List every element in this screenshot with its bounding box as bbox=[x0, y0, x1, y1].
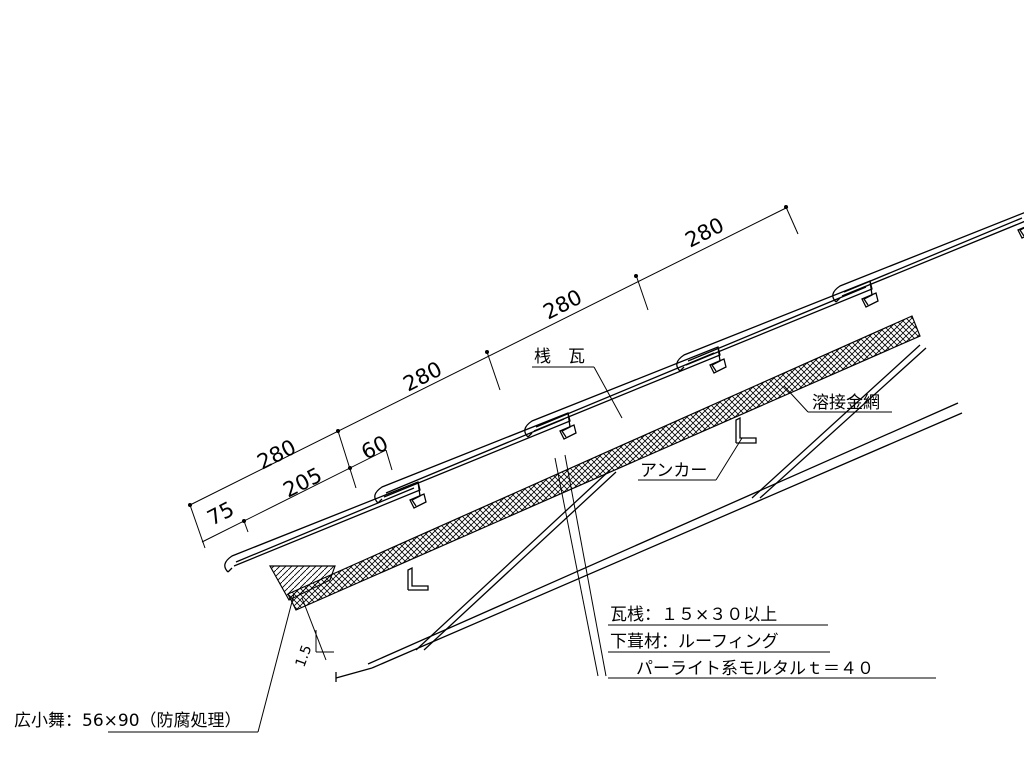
rafter-lines bbox=[335, 402, 963, 682]
dim-60: 60 bbox=[357, 431, 392, 465]
label-sangawara: 桟 瓦 bbox=[534, 347, 585, 367]
roof-tile bbox=[374, 412, 577, 504]
label-perlite: パーライト系モルタルｔ＝４０ bbox=[636, 659, 874, 679]
roof-tile bbox=[832, 212, 1024, 303]
roof-tiles bbox=[224, 212, 1024, 573]
dim-75: 75 bbox=[203, 497, 238, 531]
leaders bbox=[108, 366, 936, 733]
truss-diagonals bbox=[415, 344, 927, 651]
dim-280-3: 280 bbox=[539, 285, 586, 325]
roof-tile bbox=[524, 346, 727, 438]
label-hirokomai: 広小舞：56×90（防腐処理） bbox=[14, 711, 242, 731]
mortar-layer bbox=[287, 315, 921, 611]
label-anchor: アンカー bbox=[640, 461, 707, 481]
roof-tile bbox=[676, 280, 879, 372]
slope-mark: 1.5 bbox=[293, 643, 316, 669]
label-shitabuki: 下葺材：ルーフィング bbox=[610, 632, 779, 652]
dim-280-1: 280 bbox=[253, 435, 300, 475]
dimension-lines bbox=[188, 205, 799, 661]
dim-280-2: 280 bbox=[399, 357, 446, 397]
dim-280-4: 280 bbox=[681, 213, 728, 253]
anchors bbox=[407, 416, 757, 591]
label-kawarasan: 瓦桟：１５×３０以上 bbox=[610, 605, 777, 625]
dim-205: 205 bbox=[279, 463, 326, 503]
roof-tile bbox=[224, 481, 427, 573]
label-yousetsu-kanaami: 溶接金網 bbox=[812, 393, 880, 413]
hirokomai-board bbox=[268, 565, 336, 601]
